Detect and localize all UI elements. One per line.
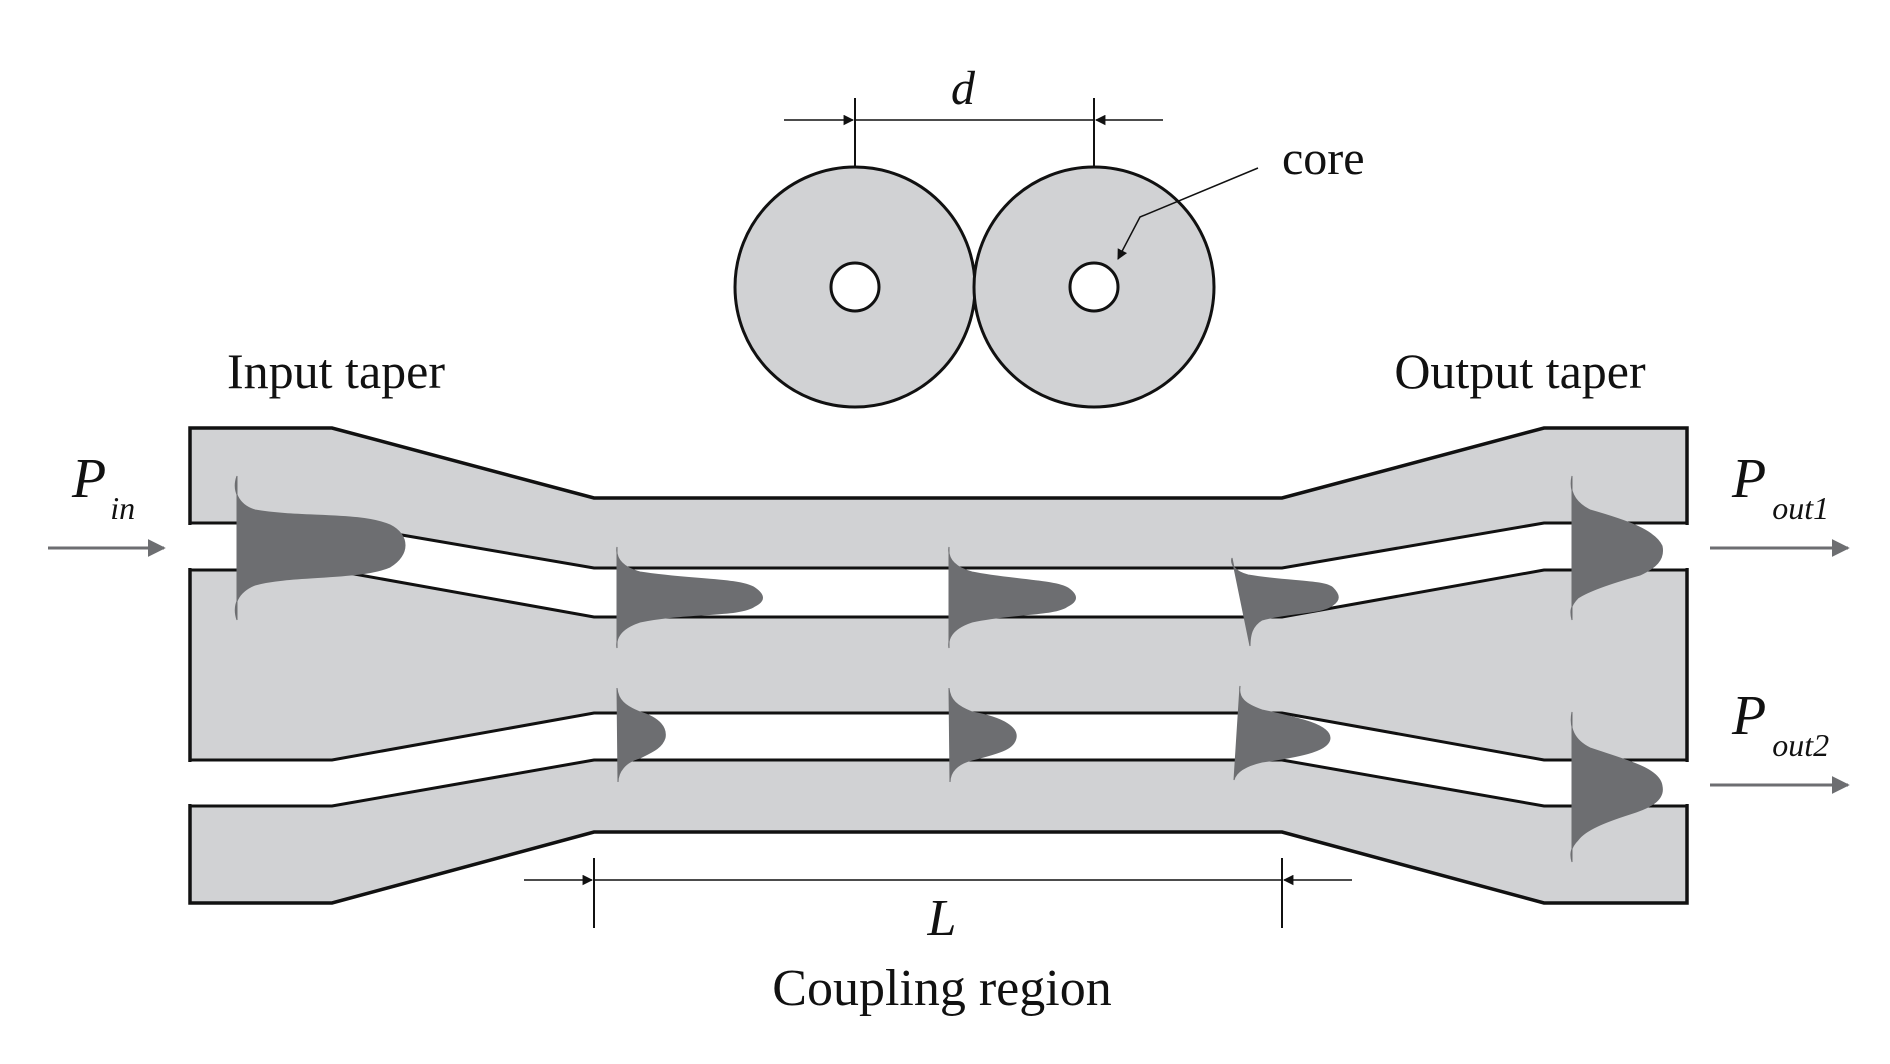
fiber-cross-section: d core xyxy=(733,62,1365,409)
mode-profile-output-1 xyxy=(1570,475,1664,621)
p-in-sub: in xyxy=(110,490,135,526)
d-label: d xyxy=(951,62,976,115)
mode-profile-upper-3 xyxy=(1231,557,1339,647)
output-taper-label: Output taper xyxy=(1394,343,1646,399)
coupler-body xyxy=(187,426,1690,905)
fiber-core-left xyxy=(829,261,881,313)
mode-profile-lower-3 xyxy=(1233,685,1331,781)
p-out1-sub: out1 xyxy=(1772,490,1829,526)
p-out1-main: P xyxy=(1731,448,1766,510)
p-in-main: P xyxy=(71,448,106,510)
p-out2-main: P xyxy=(1731,685,1766,747)
core-leader xyxy=(1117,167,1259,260)
mode-profile-output-2 xyxy=(1570,711,1663,863)
fiber-core-right xyxy=(1068,261,1120,313)
coupling-region-label: Coupling region xyxy=(772,960,1111,1017)
core-label: core xyxy=(1282,132,1365,185)
p-out2-sub: out2 xyxy=(1772,727,1829,763)
mode-profile-input xyxy=(234,475,406,621)
cladding-outline xyxy=(188,426,1689,905)
mode-profiles xyxy=(234,475,1664,863)
mode-profile-upper-2 xyxy=(948,546,1076,649)
mode-profile-lower-1 xyxy=(616,687,666,783)
mode-profile-upper-1 xyxy=(616,546,763,649)
length-label: L xyxy=(927,890,957,947)
mode-profile-lower-2 xyxy=(948,687,1017,783)
input-taper-label: Input taper xyxy=(227,343,445,399)
length-dimension xyxy=(524,858,1352,928)
